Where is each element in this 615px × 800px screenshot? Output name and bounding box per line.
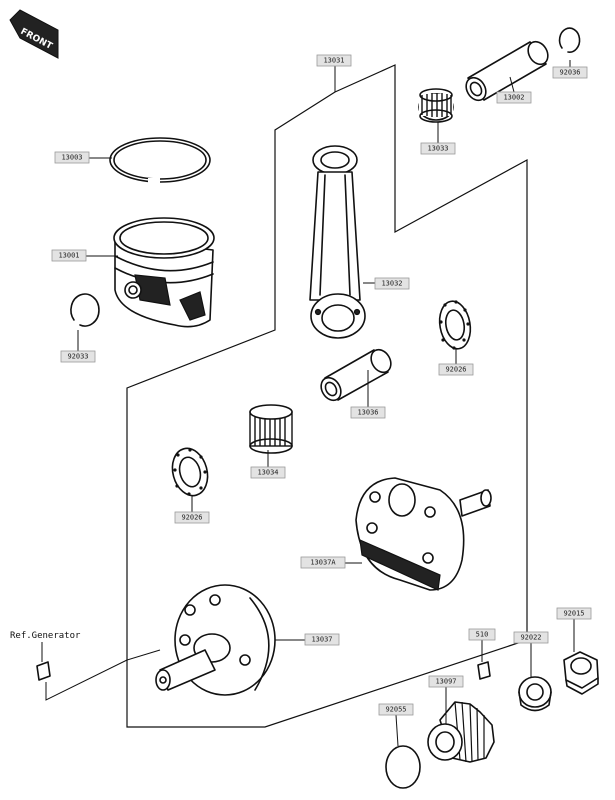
front-arrow-icon: FRONT (9, 9, 59, 59)
svg-text:92033: 92033 (67, 353, 88, 361)
thrust-washer-left-icon (171, 447, 209, 497)
generator-key-icon (36, 661, 51, 681)
tag-circlip-right[interactable]: 92036 (552, 66, 588, 79)
circlip-right-icon (558, 27, 581, 53)
tag-piston-ring[interactable]: 13003 (54, 151, 90, 164)
tag-thrust-washer-right[interactable]: 92026 (438, 363, 474, 376)
piston-pin-icon (465, 40, 549, 102)
tag-spacer[interactable]: 92022 (513, 631, 549, 644)
tag-o-ring[interactable]: 92055 (378, 703, 414, 716)
piston-ring-icon (109, 137, 211, 184)
tag-gear[interactable]: 13097 (428, 675, 464, 688)
crank-pin-icon (320, 348, 392, 402)
svg-text:92026: 92026 (181, 514, 202, 522)
o-ring-icon (385, 745, 421, 789)
svg-text:92036: 92036 (559, 69, 580, 77)
svg-text:510: 510 (476, 631, 489, 639)
tag-connecting-rod[interactable]: 13032 (374, 277, 410, 290)
svg-text:13003: 13003 (61, 154, 82, 162)
svg-text:13037: 13037 (311, 636, 332, 644)
leader-lines (41, 60, 575, 747)
tag-piston[interactable]: 13001 (51, 249, 87, 262)
svg-text:92015: 92015 (563, 610, 584, 618)
tag-crank-pin[interactable]: 13036 (350, 406, 386, 419)
crankshaft-half-right-icon (355, 477, 492, 591)
tag-nut[interactable]: 92015 (556, 607, 592, 620)
svg-text:13032: 13032 (381, 280, 402, 288)
gear-icon (427, 701, 495, 763)
svg-text:13002: 13002 (503, 94, 524, 102)
svg-text:13036: 13036 (357, 409, 378, 417)
svg-text:13034: 13034 (257, 469, 278, 477)
tag-circlip-left[interactable]: 92033 (60, 350, 96, 363)
piston-icon (113, 217, 215, 328)
tag-thrust-washer-left[interactable]: 92026 (174, 511, 210, 524)
tag-piston-pin[interactable]: 13002 (496, 91, 532, 104)
tag-crankshaft-half-right[interactable]: 13037A (300, 556, 346, 569)
assembly-outline (126, 64, 528, 728)
svg-text:92026: 92026 (445, 366, 466, 374)
svg-text:13097: 13097 (435, 678, 456, 686)
svg-text:13037A: 13037A (310, 559, 336, 567)
tag-main-group[interactable]: 13031 (316, 54, 352, 67)
svg-text:92022: 92022 (520, 634, 541, 642)
needle-bearing-big-end-icon (249, 404, 293, 454)
circlip-left-icon (70, 293, 100, 327)
tag-key[interactable]: 510 (468, 628, 496, 641)
svg-text:13033: 13033 (427, 145, 448, 153)
tag-needle-bearing-big-end[interactable]: 13034 (250, 466, 286, 479)
crankshaft-half-left-icon (155, 584, 276, 696)
connecting-rod-icon (309, 145, 366, 339)
key-icon (477, 661, 491, 680)
svg-text:13031: 13031 (323, 57, 344, 65)
nut-icon (563, 651, 599, 695)
tag-needle-bearing-top[interactable]: 13033 (420, 142, 456, 155)
needle-bearing-top-icon (418, 88, 454, 123)
svg-text:92055: 92055 (385, 706, 406, 714)
spacer-icon (518, 676, 552, 712)
tag-crankshaft-half-left[interactable]: 13037 (304, 633, 340, 646)
svg-text:13001: 13001 (58, 252, 79, 260)
thrust-washer-right-icon (438, 300, 472, 350)
reference-generator-label[interactable]: Ref.Generator (10, 631, 81, 641)
